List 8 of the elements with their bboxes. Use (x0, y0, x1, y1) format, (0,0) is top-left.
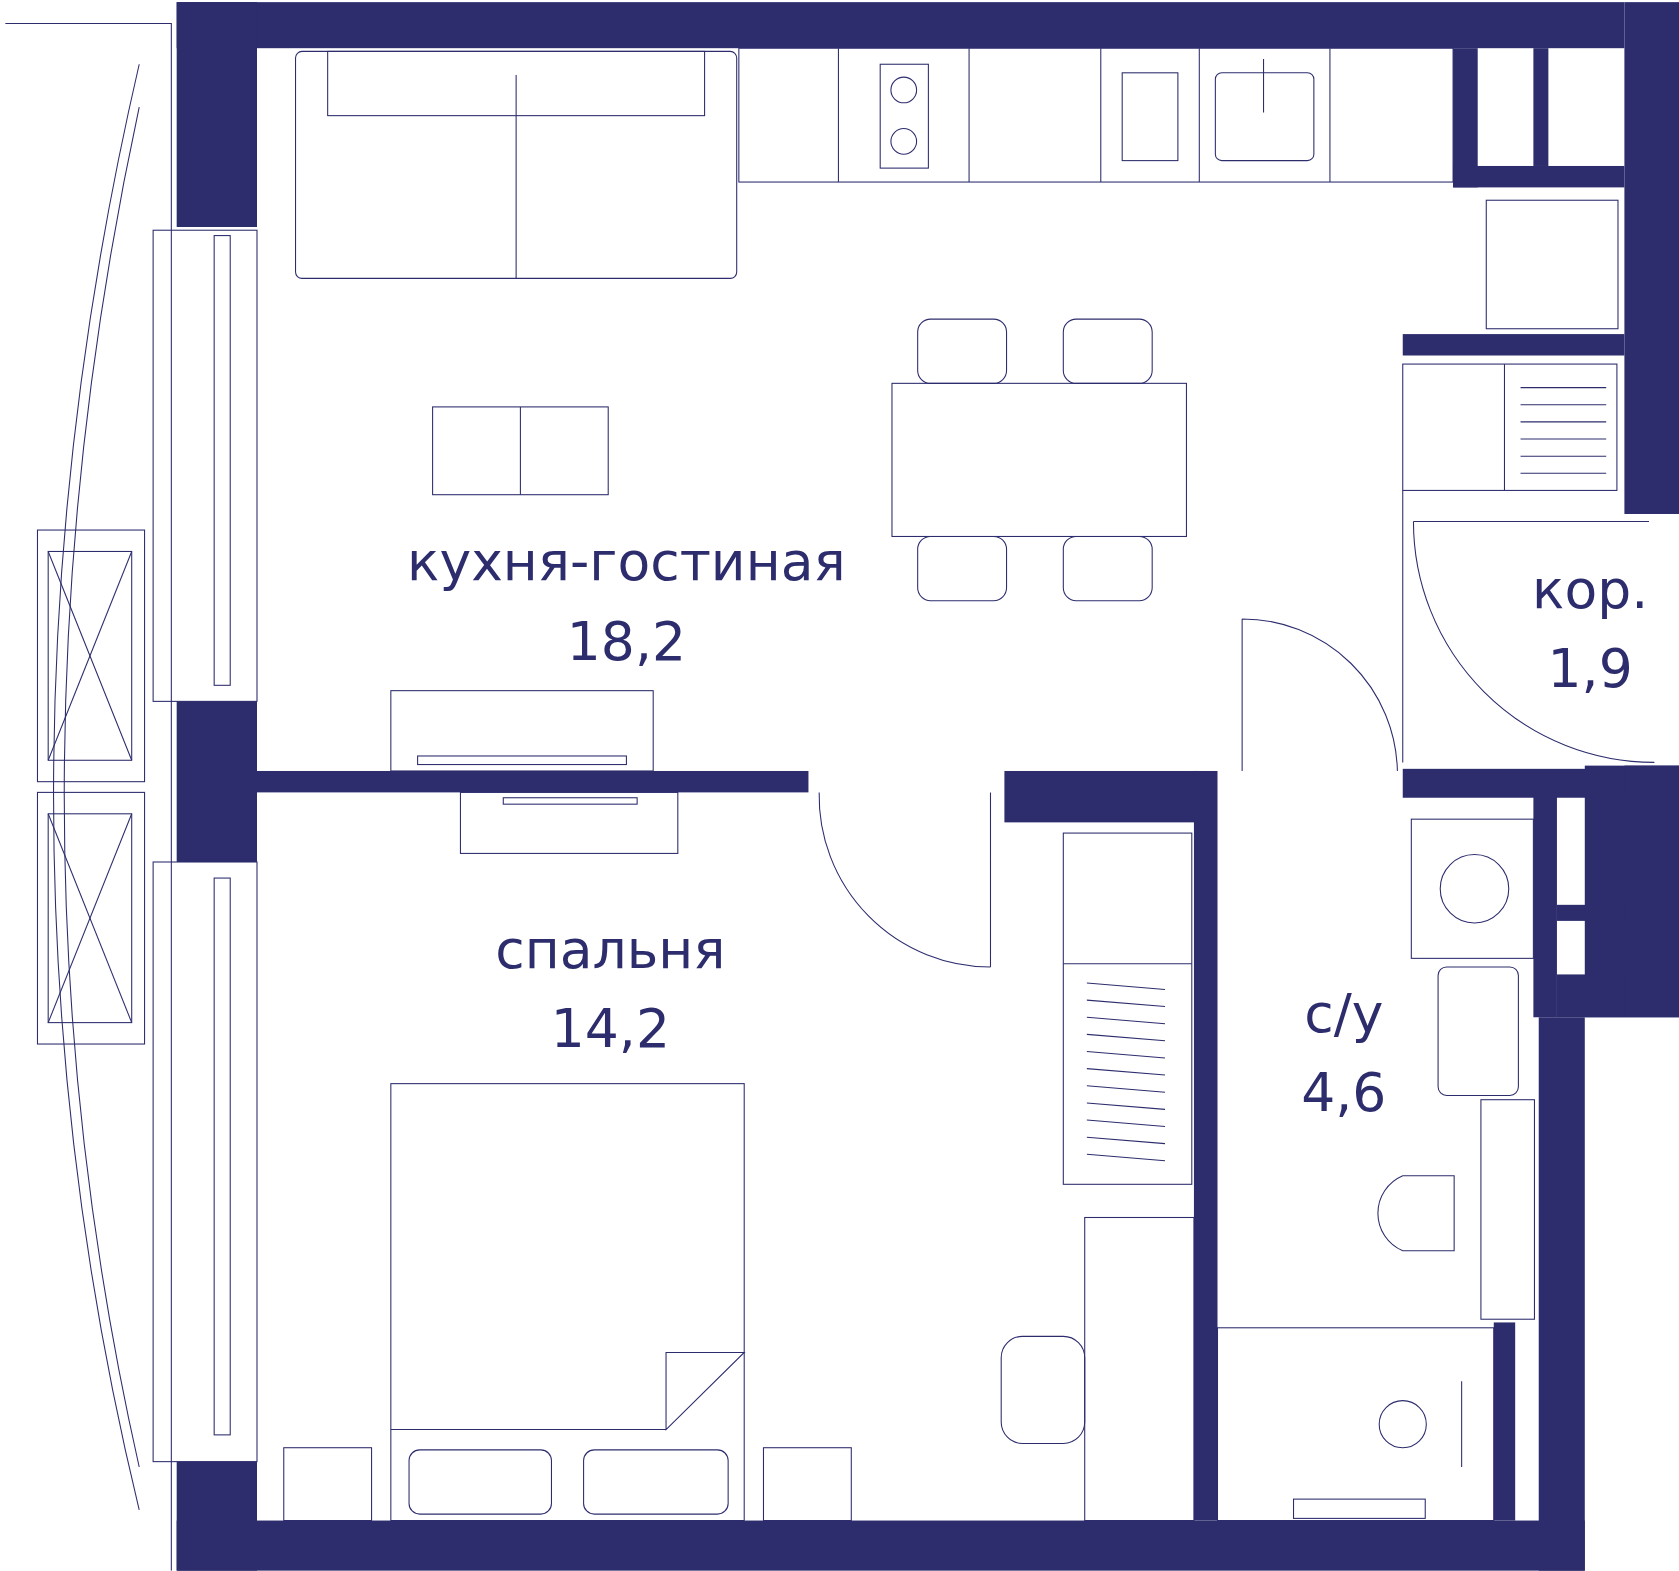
room-area: 1,9 (1547, 629, 1633, 709)
room-name: кор. (1532, 557, 1649, 624)
room-area: 4,6 (1301, 1053, 1387, 1133)
room-name: спальня (495, 917, 726, 983)
room-name: с/у (1304, 982, 1384, 1048)
room-area: 14,2 (550, 989, 670, 1069)
room-name: кухня-гостиная (407, 530, 846, 596)
room-area: 18,2 (566, 601, 686, 682)
